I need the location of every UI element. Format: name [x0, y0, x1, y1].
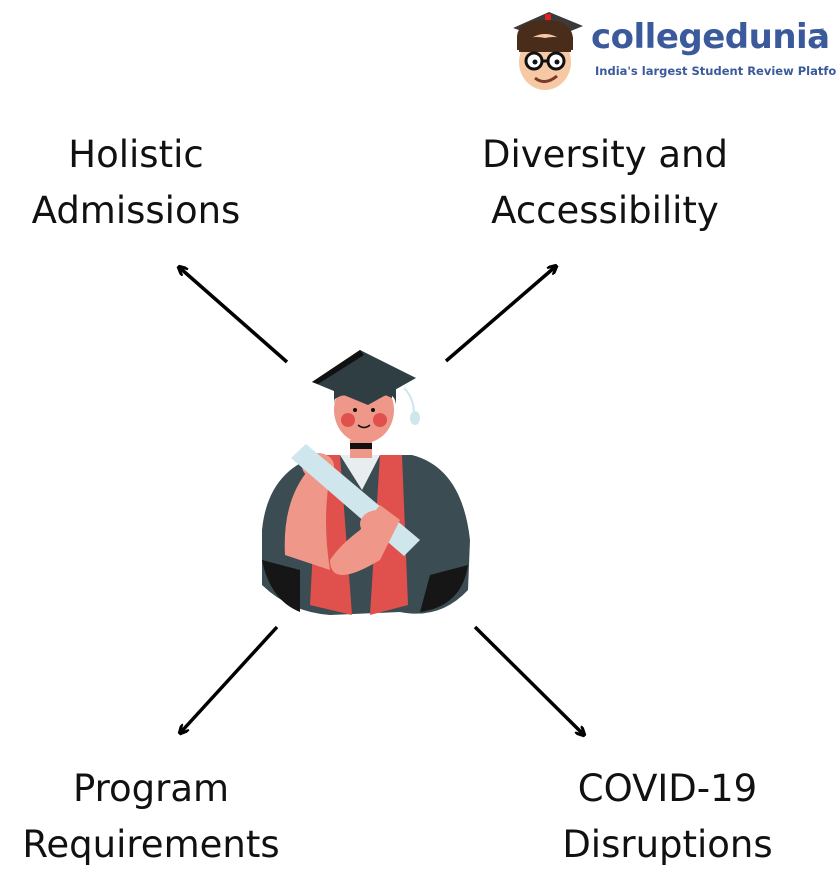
node-holistic-admissions: Holistic Admissions: [16, 127, 256, 239]
node-diversity-accessibility: Diversity and Accessibility: [460, 127, 750, 239]
node-program-requirements: Program Requirements: [10, 761, 292, 873]
graduate-student-icon: [262, 350, 470, 615]
brand-name: collegedunia: [591, 17, 830, 57]
node-covid-disruptions: COVID-19 Disruptions: [545, 761, 790, 873]
node-line: Holistic: [68, 133, 204, 176]
arrow-bottom-right: [473, 625, 583, 734]
arrow-top-left: [180, 268, 289, 364]
node-line: Disruptions: [562, 823, 773, 866]
node-line: Admissions: [31, 189, 241, 232]
collegedunia-logo[interactable]: collegedunia .com India's largest Studen…: [505, 6, 837, 94]
node-line: Diversity and: [482, 133, 728, 176]
brand-tagline: India's largest Student Review Platform: [595, 64, 837, 78]
mascot-icon: [513, 12, 583, 90]
node-line: Program: [72, 767, 230, 810]
node-line: COVID-19: [577, 767, 758, 810]
node-line: Requirements: [22, 823, 280, 866]
arrow-bottom-left: [181, 625, 279, 732]
node-line: Accessibility: [491, 189, 719, 232]
arrow-top-right: [444, 267, 555, 363]
